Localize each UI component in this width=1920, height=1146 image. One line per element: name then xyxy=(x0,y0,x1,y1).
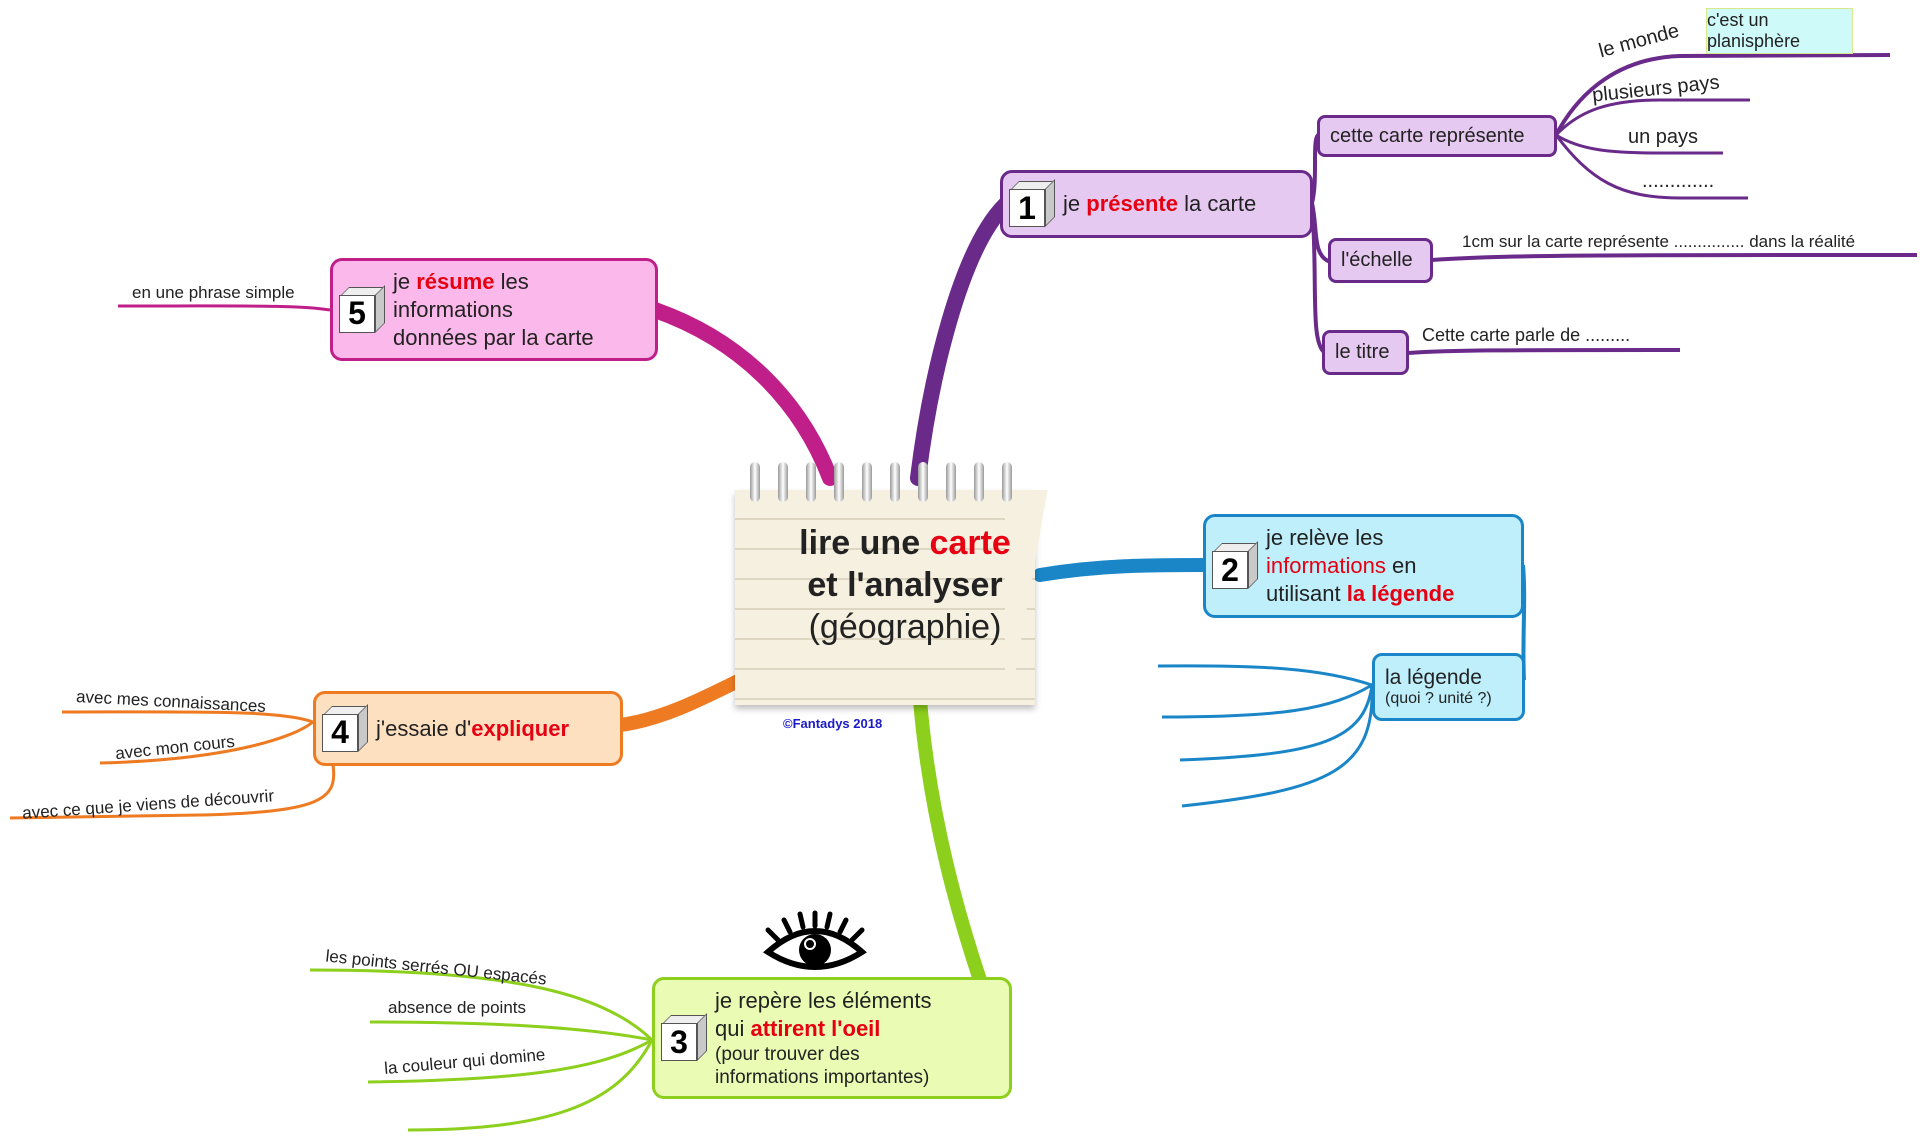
branch-step5 xyxy=(647,302,838,486)
spiral-ring xyxy=(946,462,956,502)
node-step5[interactable]: 5 je résume les informations données par… xyxy=(330,258,658,361)
node-step3[interactable]: 3 je repère les éléments qui attirent l'… xyxy=(652,977,1012,1099)
notepad-paper xyxy=(735,490,1035,705)
branch-step4 xyxy=(613,673,747,732)
number-cube-icon: 4 xyxy=(322,703,368,752)
branch-step1-trunk xyxy=(1310,133,1331,354)
node-step1-text: je présente la carte xyxy=(1063,191,1257,216)
central-topic[interactable]: lire une carte et l'analyser (géographie… xyxy=(735,462,1075,707)
spiral-ring xyxy=(974,462,984,502)
branch-le-monde xyxy=(1554,53,1891,136)
step5-child[interactable]: en une phrase simple xyxy=(132,283,295,302)
central-title: lire une carte et l'analyser (géographie… xyxy=(735,522,1075,648)
node-titre[interactable]: le titre xyxy=(1322,330,1409,375)
spiral-ring xyxy=(778,462,788,502)
option-un-pays[interactable]: un pays xyxy=(1628,126,1699,148)
node-step2-text: je relève les informations en utilisant … xyxy=(1266,525,1455,606)
eye-icon xyxy=(763,910,867,970)
spiral-ring xyxy=(862,462,872,502)
branch-absence-points xyxy=(369,1020,653,1042)
number-cube-icon: 2 xyxy=(1212,541,1258,589)
spiral-ring xyxy=(834,462,844,502)
step-number: 1 xyxy=(1009,189,1045,227)
branch-plusieurs-pays xyxy=(1554,98,1750,137)
node-step4[interactable]: 4 j'essaie d'expliquer xyxy=(313,691,623,766)
branch-empty xyxy=(407,1039,654,1132)
number-cube-icon: 1 xyxy=(1009,179,1055,227)
node-step2[interactable]: 2 je relève les informations en utilisan… xyxy=(1203,514,1524,618)
notepad-curl xyxy=(1005,490,1075,690)
title-highlight: carte xyxy=(929,524,1011,562)
branch-legende-3 xyxy=(1179,684,1374,762)
step-number: 2 xyxy=(1212,551,1248,589)
branch-cours xyxy=(99,720,314,765)
node-step4-text: j'essaie d'expliquer xyxy=(376,715,570,741)
node-cette-carte-represente[interactable]: cette carte représente xyxy=(1317,115,1557,157)
legende-sublabel: (quoi ? unité ?) xyxy=(1385,690,1492,707)
branch-un-pays xyxy=(1555,133,1723,155)
title-part: lire une xyxy=(799,524,930,562)
node-step1[interactable]: 1 je présente la carte xyxy=(1000,170,1313,238)
step-number: 5 xyxy=(339,294,375,333)
spiral-ring xyxy=(918,462,928,502)
branch-phrase-simple xyxy=(117,304,331,312)
branch-dots xyxy=(1554,134,1748,200)
branch-decouvrir xyxy=(9,764,336,820)
legende-label: la légende xyxy=(1385,666,1482,689)
node-step5-text: je résume les informations données par l… xyxy=(393,268,594,350)
branch-legende-2 xyxy=(1161,683,1373,719)
branch-step3 xyxy=(913,693,987,987)
title-line2: et l'analyser xyxy=(807,566,1003,604)
branch-legende-4 xyxy=(1181,684,1374,808)
spiral-ring xyxy=(806,462,816,502)
node-legende[interactable]: la légende (quoi ? unité ?) xyxy=(1372,653,1525,721)
number-cube-icon: 3 xyxy=(661,1013,707,1061)
branch-step1 xyxy=(910,197,1013,486)
node-echelle[interactable]: l'échelle xyxy=(1328,238,1433,283)
step-number: 3 xyxy=(661,1023,697,1061)
titre-detail[interactable]: Cette carte parle de ......... xyxy=(1422,325,1631,345)
branch-legende-1 xyxy=(1157,664,1373,687)
node-step3-text: je repère les éléments qui attirent l'oe… xyxy=(715,988,932,1088)
option-blank[interactable]: ............. xyxy=(1642,170,1715,192)
branch-titre-detail xyxy=(1407,348,1681,355)
step3-child[interactable]: absence de points xyxy=(388,998,526,1017)
branch-points-serres xyxy=(309,968,654,1042)
number-cube-icon: 5 xyxy=(339,284,385,333)
branch-couleur xyxy=(367,1038,653,1084)
step-number: 4 xyxy=(322,713,358,752)
spiral-ring xyxy=(890,462,900,502)
spiral-ring xyxy=(750,462,760,502)
echelle-detail[interactable]: 1cm sur la carte représente ............… xyxy=(1462,232,1856,251)
copyright-label: ©Fantadys 2018 xyxy=(783,716,883,731)
spiral-ring xyxy=(1002,462,1012,502)
branch-connaissances xyxy=(61,710,314,724)
note-planisphere[interactable]: c'est un planisphère xyxy=(1706,8,1853,54)
title-subject: (géographie) xyxy=(808,608,1002,646)
branch-echelle-detail xyxy=(1431,253,1918,262)
